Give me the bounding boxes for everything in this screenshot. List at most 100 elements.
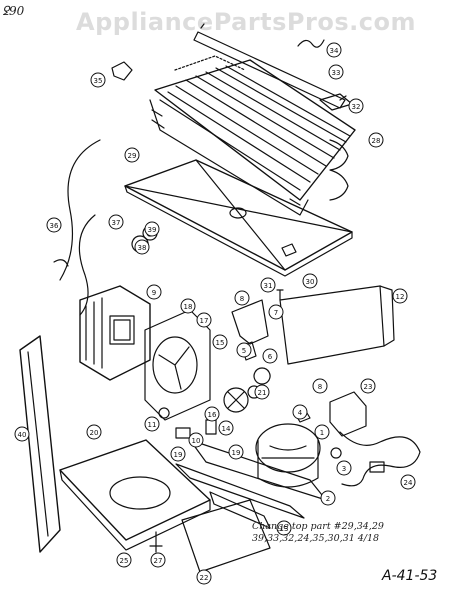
- svg-text:28: 28: [372, 137, 381, 145]
- relay-6: [253, 367, 271, 385]
- svg-text:37: 37: [112, 219, 121, 227]
- callout-1: 1: [314, 424, 330, 440]
- kick-plate: [181, 499, 271, 573]
- tube-36: [59, 139, 101, 281]
- svg-text:8: 8: [240, 295, 244, 303]
- callout-19b: 19: [228, 444, 244, 460]
- svg-text:30: 30: [306, 278, 315, 286]
- tube-37: [78, 214, 96, 316]
- change-note-line-2: 39,33,32,24,35,30,31 4/18: [252, 533, 380, 544]
- part-14: [205, 419, 217, 435]
- callout-7: 7: [268, 304, 284, 320]
- svg-text:21: 21: [258, 389, 267, 397]
- svg-text:4: 4: [298, 409, 303, 417]
- svg-text:5: 5: [242, 347, 246, 355]
- capacitor: [329, 391, 367, 437]
- svg-text:27: 27: [154, 557, 163, 565]
- callout-13: 13: [276, 520, 292, 536]
- screw-31: [276, 289, 284, 301]
- fan-assembly: [144, 309, 249, 421]
- svg-text:29: 29: [128, 152, 137, 160]
- watermark: AppliancePartsPros.com: [76, 8, 416, 36]
- svg-text:3: 3: [342, 465, 346, 473]
- callout-6: 6: [262, 348, 278, 364]
- svg-text:11: 11: [148, 421, 157, 429]
- grommet-3: [330, 447, 342, 459]
- base-plate: [59, 439, 211, 551]
- callout-21: 21: [254, 384, 270, 400]
- part-10: [175, 427, 191, 439]
- svg-text:19: 19: [174, 451, 183, 459]
- callout-20: 20: [86, 424, 102, 440]
- callout-16: 16: [204, 406, 220, 422]
- svg-text:17: 17: [200, 317, 209, 325]
- svg-text:15: 15: [216, 339, 225, 347]
- part-26: [53, 259, 69, 267]
- callout-19: 19: [170, 446, 186, 462]
- svg-text:19: 19: [232, 449, 241, 457]
- change-note: Change top part #29,34,29 39,33,32,24,35…: [252, 521, 452, 545]
- svg-text:18: 18: [184, 303, 193, 311]
- bracket-35: [111, 61, 133, 81]
- callout-28: 28: [368, 132, 384, 148]
- svg-text:40: 40: [18, 431, 27, 439]
- callout-29: 29: [124, 147, 140, 163]
- callout-labels: 34 33 35 32 28 29 36 37 39 38 30 31 9 8 …: [14, 42, 416, 585]
- wire-clip: [297, 39, 325, 48]
- callout-12: 12: [392, 288, 408, 304]
- callout-38: 38: [134, 239, 150, 255]
- callout-5: 5: [236, 342, 252, 358]
- callout-4: 4: [292, 404, 308, 420]
- svg-text:9: 9: [152, 289, 156, 297]
- svg-text:23: 23: [364, 383, 373, 391]
- svg-text:34: 34: [330, 47, 339, 55]
- change-note-line-1: Change top part #29,34,29: [252, 521, 384, 532]
- callout-37: 37: [108, 214, 124, 230]
- callout-2: 2: [320, 490, 336, 506]
- svg-text:13: 13: [280, 525, 289, 533]
- svg-text:24: 24: [404, 479, 413, 487]
- part-11: [158, 407, 170, 419]
- callout-22: 22: [196, 569, 212, 585]
- svg-text:25: 25: [120, 557, 129, 565]
- callout-10: 10: [188, 432, 204, 448]
- callout-32: 32: [348, 98, 364, 114]
- callout-17: 17: [196, 312, 212, 328]
- callout-35: 35: [90, 72, 106, 88]
- svg-text:31: 31: [264, 282, 273, 290]
- condenser-coil: [149, 55, 356, 216]
- panel-12: [279, 285, 385, 365]
- svg-text:32: 32: [352, 103, 361, 111]
- svg-text:36: 36: [50, 222, 59, 230]
- callout-3: 3: [336, 460, 352, 476]
- svg-text:6: 6: [268, 353, 273, 361]
- svg-text:10: 10: [192, 437, 201, 445]
- corner-mark: ꝿ90: [2, 4, 25, 18]
- panel-12-edge: [379, 285, 395, 347]
- callout-23: 23: [360, 378, 376, 394]
- svg-text:8: 8: [318, 383, 322, 391]
- compressor: [255, 423, 321, 488]
- door-panel-inner: [27, 351, 49, 537]
- svg-text:7: 7: [274, 309, 278, 317]
- callout-8b: 8: [312, 378, 328, 394]
- callout-34: 34: [326, 42, 342, 58]
- svg-text:16: 16: [208, 411, 217, 419]
- callout-8: 8: [234, 290, 250, 306]
- svg-text:14: 14: [222, 425, 231, 433]
- plug: [369, 461, 385, 473]
- callout-27: 27: [150, 552, 166, 568]
- svg-text:38: 38: [138, 244, 147, 252]
- callout-11: 11: [144, 416, 160, 432]
- callout-14: 14: [218, 420, 234, 436]
- callout-33: 33: [328, 64, 344, 80]
- svg-text:2: 2: [326, 495, 330, 503]
- callout-15: 15: [212, 334, 228, 350]
- svg-text:35: 35: [94, 77, 103, 85]
- door-panel: [19, 335, 61, 553]
- svg-text:22: 22: [200, 574, 209, 582]
- callout-24: 24: [400, 474, 416, 490]
- callout-9: 9: [146, 284, 162, 300]
- clip-30: [281, 243, 297, 257]
